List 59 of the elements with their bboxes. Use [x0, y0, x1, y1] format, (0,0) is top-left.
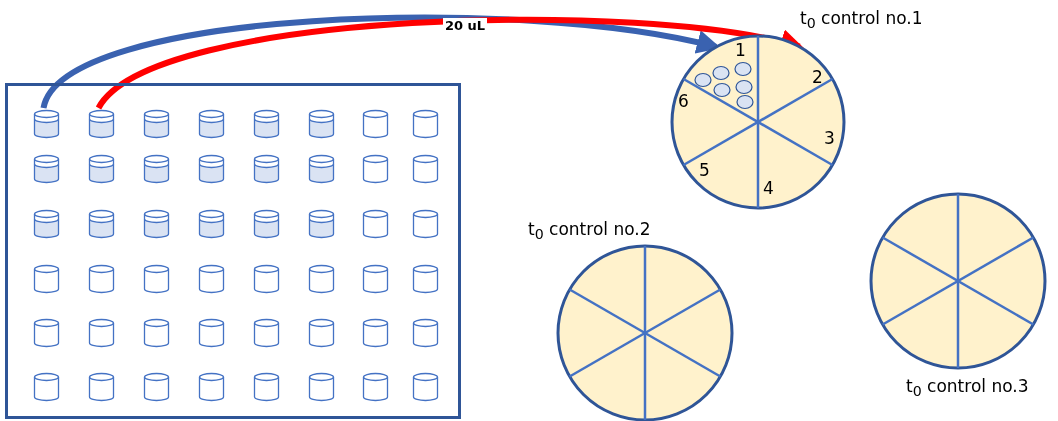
empty-well	[33, 264, 60, 294]
well-plate	[5, 83, 461, 419]
empty-well	[412, 109, 439, 139]
empty-well	[412, 154, 439, 184]
empty-well	[253, 372, 280, 402]
empty-well	[33, 372, 60, 402]
plate-label: t$_{0}$ control no.3	[906, 376, 1029, 400]
empty-well	[88, 318, 115, 348]
filled-well	[198, 109, 225, 139]
empty-well	[362, 372, 389, 402]
empty-well	[143, 318, 170, 348]
empty-well	[253, 318, 280, 348]
empty-well	[33, 318, 60, 348]
filled-well	[33, 154, 60, 184]
empty-well	[198, 318, 225, 348]
empty-well	[412, 372, 439, 402]
empty-well	[412, 209, 439, 239]
filled-well	[253, 154, 280, 184]
empty-well	[143, 372, 170, 402]
empty-well	[362, 318, 389, 348]
empty-well	[412, 264, 439, 294]
filled-well	[143, 209, 170, 239]
sector-number: 4	[763, 178, 774, 198]
filled-well	[88, 209, 115, 239]
empty-well	[362, 154, 389, 184]
empty-well	[198, 264, 225, 294]
empty-well	[88, 264, 115, 294]
filled-well	[33, 109, 60, 139]
empty-well	[143, 264, 170, 294]
filled-well	[253, 209, 280, 239]
empty-well	[412, 318, 439, 348]
empty-well	[362, 264, 389, 294]
filled-well	[143, 154, 170, 184]
filled-well	[198, 154, 225, 184]
empty-well	[198, 372, 225, 402]
filled-well	[33, 209, 60, 239]
plate-label: t$_{0}$ control no.1	[800, 8, 923, 32]
empty-well	[308, 372, 335, 402]
sector-number: 6	[678, 91, 689, 111]
empty-well	[362, 109, 389, 139]
filled-well	[88, 109, 115, 139]
empty-well	[88, 372, 115, 402]
empty-well	[308, 264, 335, 294]
filled-well	[308, 154, 335, 184]
filled-well	[308, 109, 335, 139]
sector-number: 1	[735, 40, 746, 60]
empty-well	[308, 318, 335, 348]
sector-number: 2	[812, 67, 823, 87]
sector-number: 5	[699, 160, 710, 180]
filled-well	[88, 154, 115, 184]
filled-well	[198, 209, 225, 239]
edge-label: 20 uL	[443, 18, 488, 33]
sector-number: 3	[824, 128, 835, 148]
filled-well	[253, 109, 280, 139]
filled-well	[308, 209, 335, 239]
plate-label: t$_{0}$ control no.2	[528, 219, 651, 243]
filled-well	[143, 109, 170, 139]
empty-well	[253, 264, 280, 294]
empty-well	[362, 209, 389, 239]
